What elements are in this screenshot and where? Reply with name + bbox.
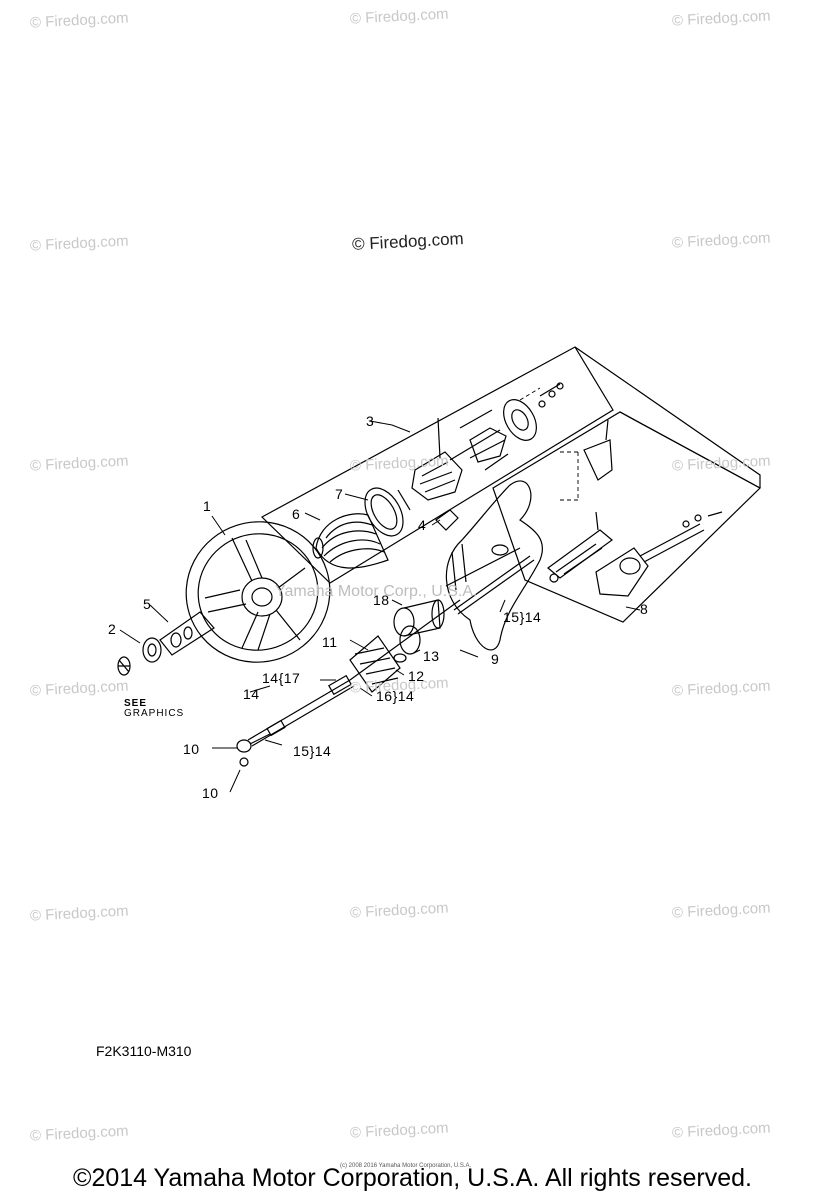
ring-7 <box>364 487 411 537</box>
callout-2: 2 <box>108 621 117 637</box>
bracket-9-outline <box>445 480 543 651</box>
boot-6 <box>312 513 389 569</box>
inner-watermark: Yamaha Motor Corp., U.S.A. <box>275 583 478 600</box>
callout-4: 4 <box>418 517 427 533</box>
diagram-code: F2K3110-M310 <box>96 1043 192 1059</box>
steering-wheel <box>185 521 331 663</box>
steering-cable <box>247 555 535 747</box>
callout-9: 9 <box>491 651 500 667</box>
callout-7: 7 <box>335 486 344 502</box>
callout-12: 12 <box>408 668 425 684</box>
tiny-note: (c) 2008 2016 Yamaha Motor Corporation, … <box>340 1163 472 1169</box>
leader-lines <box>119 420 641 793</box>
callout-14-17: 14{17 <box>262 670 301 686</box>
callout-15-14a: 15}14 <box>503 609 542 625</box>
washer-5 <box>170 626 193 648</box>
washer-bracket <box>159 611 215 656</box>
guide-lines <box>519 387 579 501</box>
grommet-18 <box>393 599 445 637</box>
callout-13: 13 <box>423 648 440 664</box>
see-graphics-line2: GRAPHICS <box>124 708 185 719</box>
callout-6: 6 <box>292 506 301 522</box>
callout-18: 18 <box>373 592 390 608</box>
callout-5: 5 <box>143 596 152 612</box>
clip-4 <box>435 509 459 531</box>
callout-16-14: 16}14 <box>376 688 415 704</box>
clamp-13 <box>393 625 421 663</box>
callout-10b: 10 <box>202 785 219 801</box>
callout-1: 1 <box>203 498 212 514</box>
callout-15-14b: 15}14 <box>293 743 332 759</box>
nozzle-lever-8 <box>547 346 761 597</box>
rod-end-10 <box>236 733 271 767</box>
callout-8: 8 <box>640 601 649 617</box>
group-box-3 <box>260 346 614 584</box>
bracket-9 <box>445 543 521 591</box>
see-graphics-line1: SEE <box>124 698 148 709</box>
group-box-8 <box>492 411 762 623</box>
callout-14: 14 <box>243 686 260 702</box>
callout-11: 11 <box>322 634 338 650</box>
copyright-notice: ©2014 Yamaha Motor Corporation, U.S.A. A… <box>73 1164 752 1192</box>
callout-3: 3 <box>366 413 375 429</box>
bellows-11 <box>349 635 401 693</box>
callout-10a: 10 <box>183 741 200 757</box>
cap-nut <box>117 656 131 676</box>
column-housing <box>411 382 564 501</box>
nut-2 <box>142 637 162 663</box>
